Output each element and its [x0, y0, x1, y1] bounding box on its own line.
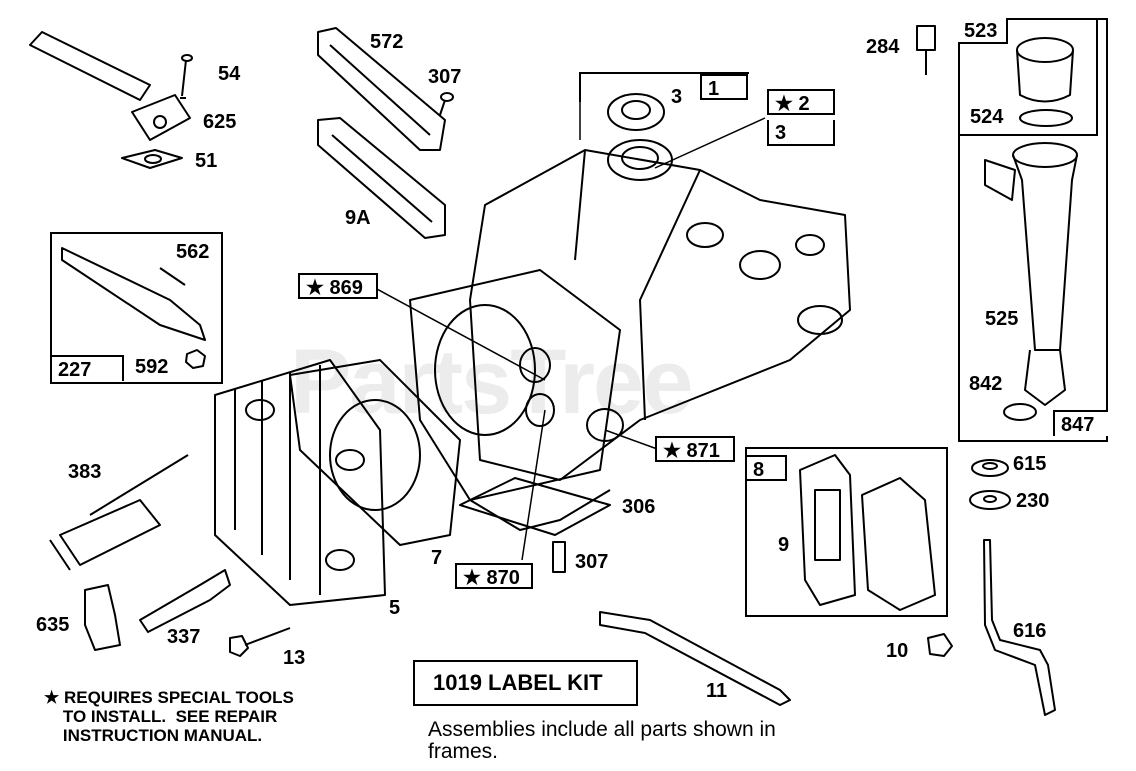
callout-box-8: 8 [747, 455, 787, 481]
callout-9a: 9A [345, 207, 371, 229]
leader-lines [374, 72, 766, 561]
callout-284: 284 [866, 36, 900, 58]
plug-10-drawing [927, 633, 953, 657]
label-kit-box: 1019 LABEL KIT [413, 660, 638, 706]
boot-635-drawing [84, 584, 121, 651]
tool-383-drawing [49, 454, 189, 571]
callout-572: 572 [370, 31, 404, 53]
callout-51: 51 [195, 150, 218, 172]
dipstick-tube-525-drawing [984, 142, 1078, 421]
callout-616: 616 [1013, 620, 1047, 642]
frame-1 [579, 72, 749, 102]
callout-11: 11 [706, 680, 728, 702]
callout-54: 54 [218, 63, 241, 85]
callout-842: 842 [969, 373, 1003, 395]
head-gasket-7-drawing [289, 359, 461, 546]
callout-383: 383 [68, 461, 102, 483]
callout-box-227: 227 [52, 355, 124, 381]
seal-3-drawing [607, 93, 665, 131]
seal-615-drawing [971, 459, 1009, 477]
callout-box-1: 1 [700, 74, 748, 100]
callout-10: 10 [886, 640, 909, 662]
callout-625: 625 [203, 111, 237, 133]
gasket-306-drawing [459, 477, 611, 536]
callout-box-2: ★ 2 [767, 89, 835, 115]
spark-plug-337-drawing [139, 569, 231, 633]
callout-5: 5 [389, 597, 401, 619]
callout-230: 230 [1016, 490, 1050, 512]
callout-box-3: 3 [767, 120, 835, 146]
screw-54-drawing [180, 54, 193, 99]
cylinder-head-drawing [214, 359, 386, 606]
special-tools-note: ★ REQUIRES SPECIAL TOOLS TO INSTALL. SEE… [44, 688, 294, 745]
callout-box-871: ★ 871 [655, 436, 735, 462]
dipstick-616-drawing [983, 539, 1056, 716]
assemblies-note: Assemblies include all parts shown in fr… [428, 718, 776, 763]
bracket-227-drawing [61, 247, 206, 369]
callout-9: 9 [778, 534, 790, 556]
plug-284-drawing [916, 25, 936, 75]
tube-11-drawing [599, 611, 791, 706]
frame-8 [745, 447, 948, 617]
callout-524: 524 [970, 106, 1004, 128]
gasket-9a-drawing [317, 117, 446, 239]
callout-306: 306 [622, 496, 656, 518]
callout-307-top: 307 [428, 66, 462, 88]
callout-337: 337 [167, 626, 201, 648]
breather-8-drawing [799, 454, 936, 611]
callout-562: 562 [176, 241, 210, 263]
callout-615: 615 [1013, 453, 1047, 475]
frame-227 [50, 232, 223, 384]
gasket-51-drawing [121, 149, 183, 169]
bolt-307-top-drawing [439, 92, 454, 116]
callout-635: 635 [36, 614, 70, 636]
callout-307-bottom: 307 [575, 551, 609, 573]
watermark: PartsTree [290, 331, 693, 433]
callout-box-523: 523 [958, 18, 1008, 44]
callout-592: 592 [135, 356, 169, 378]
gasket-572-drawing [317, 27, 446, 151]
tube-625-drawing [29, 31, 191, 141]
frame-523-inner [958, 18, 1098, 136]
callout-13: 13 [283, 647, 306, 669]
callout-box-869: ★ 869 [298, 273, 378, 299]
callout-box-870: ★ 870 [455, 563, 533, 589]
bolt-13-drawing [229, 627, 291, 657]
bolt-307-bottom-drawing [552, 541, 566, 573]
cylinder-block-drawing [409, 139, 851, 531]
callout-7: 7 [431, 547, 443, 569]
callout-525: 525 [985, 308, 1019, 330]
callout-box-847: 847 [1053, 410, 1108, 436]
washer-230-drawing [969, 490, 1011, 510]
cap-523-drawing [1016, 37, 1074, 127]
callout-3: 3 [671, 86, 683, 108]
